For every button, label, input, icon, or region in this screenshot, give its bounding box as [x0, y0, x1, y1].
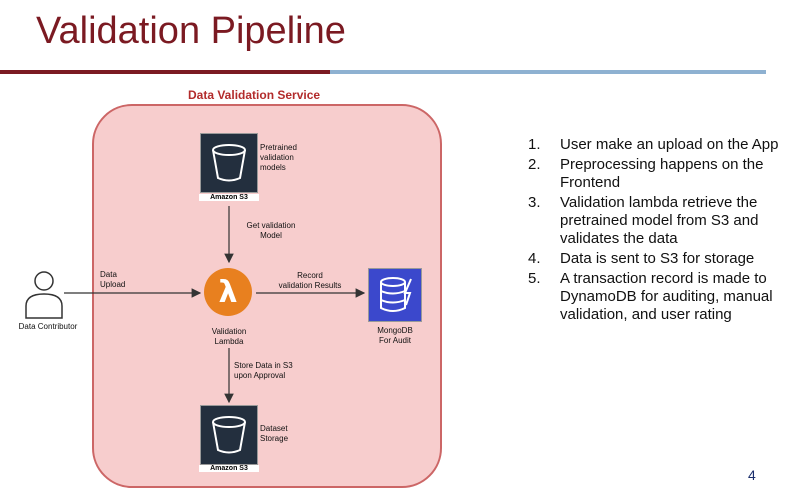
step-item: 5.A transaction record is made to Dynamo…	[528, 270, 773, 323]
database-icon	[380, 277, 412, 312]
upload-label-2: Upload	[100, 280, 126, 289]
record-label-2: validation Results	[278, 281, 342, 290]
service-title: Data Validation Service	[188, 88, 321, 102]
get-model-label-2: Model	[260, 231, 282, 240]
lambda-label-2: Lambda	[214, 337, 244, 346]
lambda-label-1: Validation	[211, 327, 247, 336]
user-icon	[25, 271, 63, 319]
s3-top-desc-3: models	[260, 163, 286, 172]
step-item: 2.Preprocessing happens on the Frontend	[528, 156, 764, 191]
record-label-1: Record	[297, 271, 323, 280]
title-rule-light	[330, 70, 766, 74]
s3-bottom-service-label: Amazon S3	[199, 465, 259, 472]
step-item: 3.Validation lambda retrieve the pretrai…	[528, 194, 759, 247]
s3-bottom-desc-1: Dataset	[260, 424, 288, 433]
store-label-2: upon Approval	[234, 371, 286, 380]
bucket-icon	[212, 144, 246, 182]
s3-bucket-tile	[200, 133, 258, 193]
title-rule-dark	[0, 70, 330, 74]
s3-bottom-desc-2: Storage	[260, 434, 289, 443]
database-tile	[368, 268, 422, 322]
mongo-label-2: For Audit	[378, 336, 411, 345]
contributor-label: Data Contributor	[18, 322, 78, 331]
steps-list: 1.User make an upload on the App 2.Prepr…	[524, 136, 784, 326]
bucket-icon	[212, 416, 246, 454]
page-number: 4	[748, 467, 756, 483]
s3-bucket-tile-bottom	[200, 405, 258, 465]
s3-top-service-label: Amazon S3	[199, 194, 259, 201]
store-label-1: Store Data in S3	[234, 361, 293, 370]
s3-top-desc-2: validation	[260, 153, 294, 162]
slide-title: Validation Pipeline	[36, 10, 346, 52]
step-item: 1.User make an upload on the App	[528, 136, 779, 153]
step-item: 4.Data is sent to S3 for storage	[528, 250, 755, 267]
upload-label-1: Data	[100, 270, 117, 279]
get-model-label-1: Get validation	[246, 221, 296, 230]
s3-top-desc-1: Pretrained	[260, 143, 297, 152]
mongo-label-1: MongoDB	[377, 326, 413, 335]
lambda-icon: λ	[204, 268, 252, 316]
